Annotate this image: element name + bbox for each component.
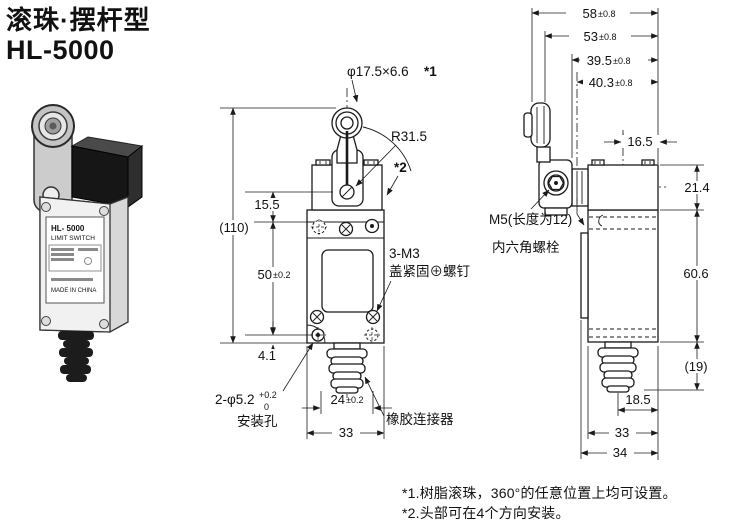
model-number: HL-5000	[6, 35, 115, 66]
dim-19: (19)	[684, 359, 707, 374]
side-dim-53: 53 ±0.8	[544, 29, 659, 44]
dim-4-1: 4.1	[258, 348, 276, 363]
front-dim-4-1: 4.1	[252, 321, 283, 363]
footnote-1: *1.树脂滚珠，360°的任意位置上均可设置。	[402, 485, 677, 501]
screw-label-line1: 3-M3	[389, 246, 420, 261]
front-screw-label: 3-M3 盖紧固⊕螺钉	[376, 246, 470, 312]
dim-18-5: 18.5	[625, 392, 650, 407]
dim-24-tol: ±0.2	[346, 395, 363, 405]
dim-24: 24	[331, 392, 345, 407]
bolt-label-line1: M5(长度为12)	[489, 212, 572, 227]
dim-58: 58	[583, 6, 597, 21]
head-note-label: *2	[394, 160, 407, 175]
photo-connector	[58, 331, 94, 382]
photo-roller-lever	[31, 104, 75, 213]
front-radius-label: R31.5	[355, 126, 427, 187]
dim-39-5: 39.5	[587, 53, 612, 68]
dim-40-3: 40.3	[589, 75, 614, 90]
front-view: (110) 15.5 50 ±0.2 4.1	[212, 64, 470, 440]
hole-name-label: 安装孔	[237, 414, 278, 429]
dim-53-tol: ±0.8	[599, 32, 616, 42]
product-photo: HL- 5000 LIMIT SWITCH MADE IN CHINA	[31, 104, 144, 382]
front-connector-label: 橡胶连接器	[364, 376, 454, 427]
dim-60-6: 60.6	[683, 266, 708, 281]
side-dim-18-5: 18.5	[617, 392, 659, 413]
dim-110: (110)	[219, 220, 248, 235]
dim-15-5: 15.5	[254, 197, 279, 212]
title-block: 滚珠·摆杆型 HL-5000	[6, 5, 151, 66]
side-outline	[523, 102, 659, 393]
side-dim-60-6: 60.6	[676, 209, 718, 343]
dim-39-5-tol: ±0.8	[613, 56, 630, 66]
front-mount-hole-label: 2-φ5.2 +0.2 0 安装孔	[215, 342, 314, 429]
side-dim-21-4: 21.4	[677, 164, 718, 211]
radius-dim-label: R31.5	[391, 129, 427, 144]
series-title: 滚珠·摆杆型	[6, 5, 151, 35]
front-dim-15-5: 15.5	[249, 191, 286, 223]
side-dim-16-5: 16.5	[604, 133, 677, 149]
side-dim-33: 33	[587, 425, 659, 440]
side-view: 58 ±0.8 53 ±0.8 39.5 ±0.8 40.3 ±0.8	[489, 6, 719, 460]
dim-21-4: 21.4	[684, 180, 709, 195]
footnote-2: *2.头部可在4个方向安装。	[402, 505, 570, 521]
dim-34: 34	[613, 445, 627, 460]
side-dim-34: 34	[580, 445, 659, 460]
side-dim-58: 58 ±0.8	[531, 6, 659, 21]
front-roller-label: φ17.5×6.6 *1	[347, 64, 437, 103]
hole-tol-upper: +0.2	[259, 390, 277, 400]
bolt-label-line2: 内六角螺栓	[492, 240, 560, 255]
photo-label-origin: MADE IN CHINA	[51, 288, 96, 294]
hole-tol-lower: 0	[264, 402, 269, 412]
side-bolt-label: M5(长度为12) 内六角螺栓	[489, 189, 572, 255]
front-dim-50: 50 ±0.2	[246, 221, 298, 336]
dim-53: 53	[584, 29, 598, 44]
connector-label: 橡胶连接器	[386, 411, 454, 427]
front-outline	[306, 107, 385, 394]
front-head-note: *2	[386, 160, 407, 196]
side-dim-40-3: 40.3 ±0.8	[576, 75, 659, 90]
dim-33: 33	[339, 425, 353, 440]
photo-label-model: HL- 5000	[51, 224, 85, 233]
roller-dim-label: φ17.5×6.6	[347, 64, 409, 79]
side-dim-39-5: 39.5 ±0.8	[571, 53, 659, 68]
front-extension-lines	[220, 107, 385, 439]
photo-head	[70, 136, 144, 208]
photo-label-type: LIMIT SWITCH	[51, 235, 95, 242]
front-dim-overall-110: (110)	[212, 107, 254, 344]
dim-40-3-tol: ±0.8	[615, 78, 632, 88]
side-dim-19: (19)	[675, 341, 719, 391]
front-dim-33: 33	[306, 425, 385, 440]
dim-58-tol: ±0.8	[598, 9, 615, 19]
photo-label-ratings	[51, 248, 98, 265]
dim-side-33: 33	[615, 425, 629, 440]
footnotes: *1.树脂滚珠，360°的任意位置上均可设置。 *2.头部可在4个方向安装。	[402, 483, 728, 523]
roller-note-label: *1	[424, 64, 437, 79]
dim-50: 50	[258, 267, 272, 282]
hole-dim-label: 2-φ5.2	[215, 392, 255, 407]
front-dim-24: 24 ±0.2	[302, 392, 392, 411]
screw-label-line2: 盖紧固⊕螺钉	[389, 264, 470, 279]
dim-50-tol: ±0.2	[273, 270, 290, 280]
dim-16-5: 16.5	[627, 134, 652, 149]
photo-body: HL- 5000 LIMIT SWITCH MADE IN CHINA	[39, 196, 129, 333]
